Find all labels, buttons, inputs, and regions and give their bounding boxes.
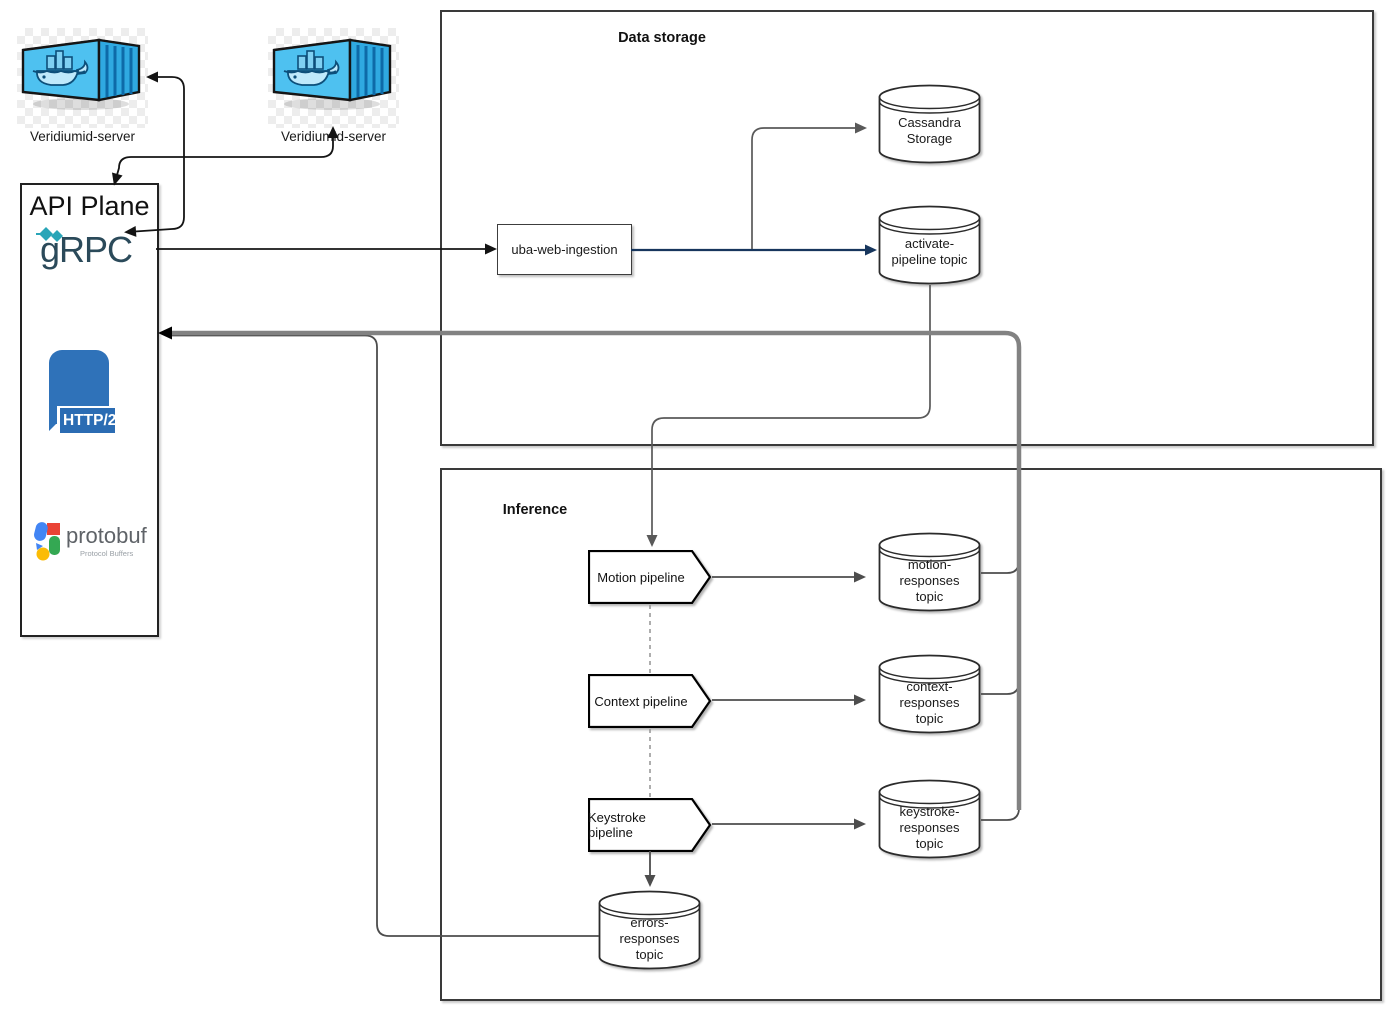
docker-container-left: Veridiumid-server <box>17 28 148 144</box>
api-plane-box: API Plane gRPC HTTP/2 pro <box>20 183 159 637</box>
cylinder-icon <box>878 205 981 285</box>
inference-label: Inference <box>502 502 568 518</box>
cylinder-icon <box>878 84 981 164</box>
http2-logo: HTTP/2 <box>49 350 117 442</box>
node-errors-responses-topic: errors- responses topic <box>598 890 701 970</box>
node-label: keystroke- responses topic <box>899 804 960 852</box>
http2-label: HTTP/2 <box>63 411 117 429</box>
node-keystroke-pipeline: Keystroke pipeline <box>587 797 712 853</box>
docker-whale-icon <box>32 50 89 86</box>
docker-whale-icon <box>283 50 340 86</box>
grpc-logo: gRPC <box>36 227 133 271</box>
node-label: context- responses topic <box>899 679 960 727</box>
node-motion-pipeline: Motion pipeline <box>587 549 712 605</box>
docker-label: Veridiumid-server <box>29 129 136 144</box>
protobuf-sublabel: Protocol Buffers <box>80 549 134 558</box>
docker-label: Veridiumid-server <box>280 129 387 144</box>
node-context-pipeline: Context pipeline <box>587 673 712 729</box>
data-storage-label: Data storage <box>618 30 706 46</box>
protobuf-icon <box>34 522 60 561</box>
node-label: motion- responses topic <box>899 557 960 605</box>
protobuf-logo: protobuf Protocol Buffers <box>34 521 147 563</box>
http2-badge: HTTP/2 <box>57 406 117 433</box>
node-label: activate- pipeline topic <box>891 236 968 268</box>
node-label: uba-web-ingestion <box>511 242 618 257</box>
cylinder-icon <box>598 890 701 970</box>
node-label: Motion pipeline <box>597 569 685 585</box>
node-label: errors- responses topic <box>619 915 680 963</box>
docker-container-right: Veridiumid-server <box>268 28 399 144</box>
node-label: Context pipeline <box>594 693 688 709</box>
node-keystroke-responses-topic: keystroke- responses topic <box>878 779 981 859</box>
protobuf-label: protobuf <box>66 523 147 548</box>
node-motion-responses-topic: motion- responses topic <box>878 532 981 612</box>
docker-container-icon <box>21 38 141 110</box>
node-uba-web-ingestion: uba-web-ingestion <box>497 224 632 275</box>
node-label: Cassandra Storage <box>898 115 961 147</box>
node-label: Keystroke pipeline <box>588 810 646 840</box>
docker-container-icon <box>272 38 392 110</box>
api-plane-title: API Plane <box>29 191 150 221</box>
grpc-arrows-icon <box>36 227 63 242</box>
node-context-responses-topic: context- responses topic <box>878 654 981 734</box>
node-activate-pipeline-topic: activate- pipeline topic <box>878 205 981 285</box>
node-cassandra-storage: Cassandra Storage <box>878 84 981 164</box>
